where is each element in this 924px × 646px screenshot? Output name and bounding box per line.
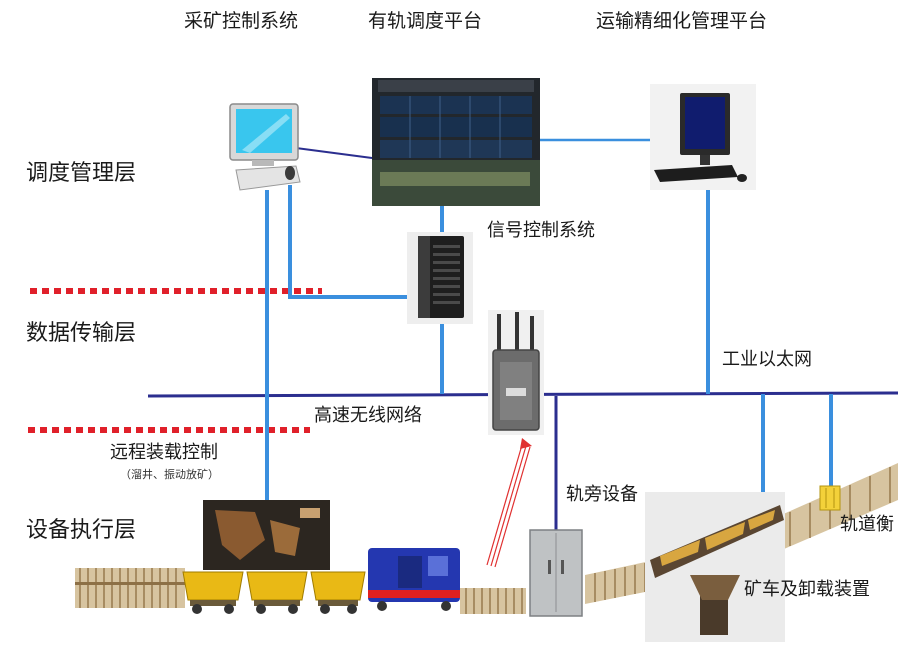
- wireless-signal-lines: [486, 438, 532, 568]
- label-transport-mgmt: 运输精细化管理平台: [596, 10, 768, 32]
- link-pc-dispatch: [295, 147, 373, 159]
- layer-data-label: 数据传输层: [26, 321, 137, 346]
- remote-loading-screen-icon: [203, 500, 330, 570]
- layer-dispatch-label: 调度管理层: [26, 161, 137, 186]
- unloading-station-icon: [645, 492, 785, 642]
- label-industrial-ethernet: 工业以太网: [722, 349, 812, 370]
- transport-mgmt-pc-icon: [650, 84, 756, 190]
- layer-equipment-label: 设备执行层: [26, 518, 137, 543]
- wireless-ap-icon: [488, 310, 544, 435]
- dispatch-video-wall-icon: [372, 78, 540, 206]
- label-mining-control: 采矿控制系统: [184, 10, 299, 32]
- label-track-scale: 轨道衡: [840, 514, 894, 535]
- label-signal-control: 信号控制系统: [487, 220, 595, 241]
- link-lines: [265, 180, 833, 530]
- label-rail-dispatch: 有轨调度平台: [368, 10, 483, 32]
- mining-control-pc-icon: [229, 103, 301, 191]
- label-remote-loading-sub: （溜井、振动放矿）: [120, 468, 219, 481]
- label-cart-unloading: 矿车及卸载装置: [744, 579, 870, 600]
- label-wireless-network: 高速无线网络: [314, 405, 422, 426]
- locomotive-icon: [368, 548, 460, 611]
- ore-carts-icon: [182, 571, 366, 614]
- signal-server-icon: [407, 232, 473, 324]
- trackside-cabinet-icon: [529, 529, 583, 617]
- track-scale-icon: [819, 485, 841, 511]
- label-remote-loading: 远程装载控制: [110, 442, 218, 463]
- label-trackside: 轨旁设备: [566, 484, 638, 505]
